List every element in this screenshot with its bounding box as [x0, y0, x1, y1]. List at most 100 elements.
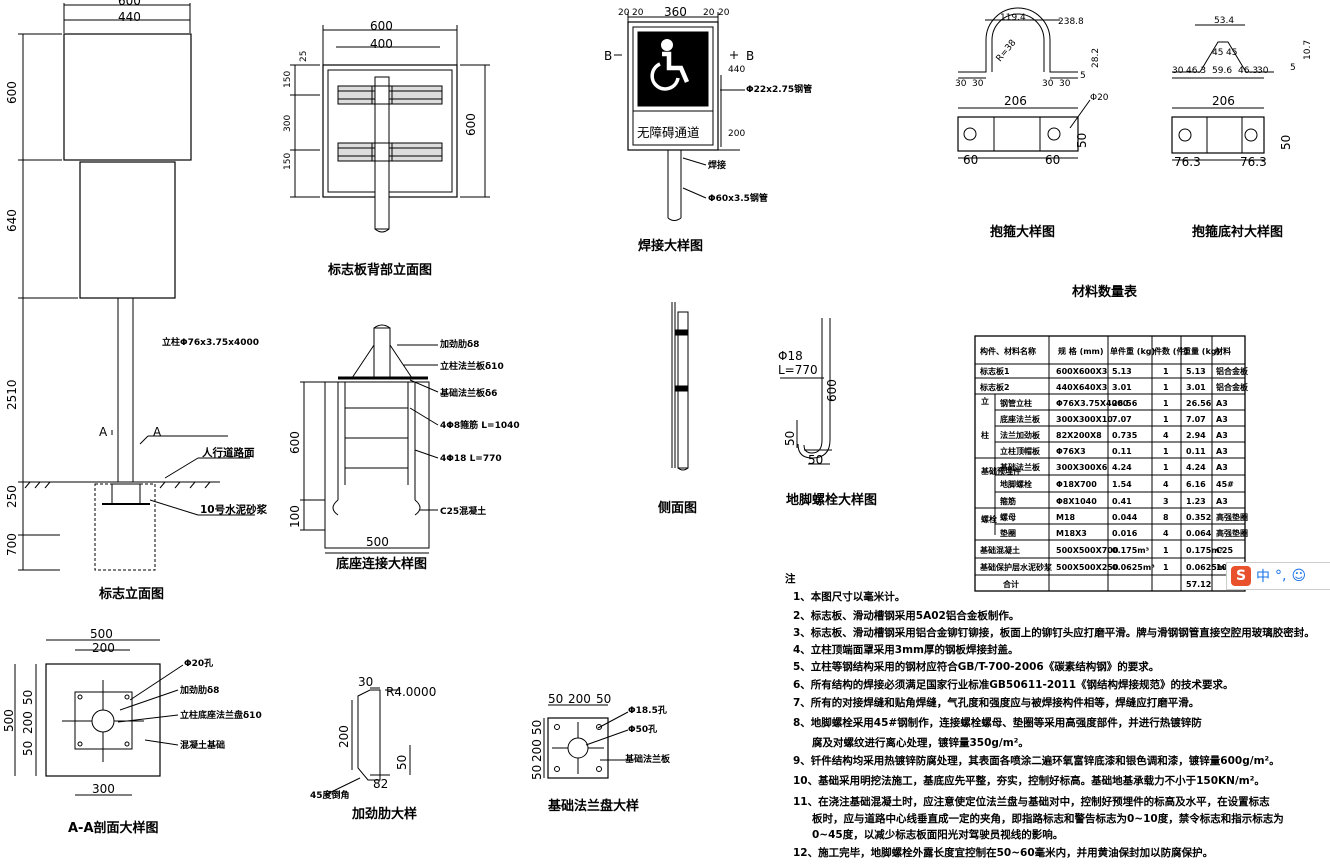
- table-header: 构件、材料名称 规 格 (mm) 单件重 (kg) 件数 (件) 重量 (kg)…: [980, 346, 1231, 356]
- dim-440: 440: [118, 10, 141, 24]
- table-cell: 1: [1163, 415, 1169, 424]
- table-cell: 基础保护层水泥砂浆: [979, 562, 1053, 572]
- table-title: 材料数量表: [1072, 284, 1138, 300]
- table-cell: 4.24: [1186, 463, 1206, 472]
- table-cell: 6.16: [1186, 480, 1206, 489]
- b-left: B: [604, 49, 612, 63]
- ime-emoji-icon[interactable]: ☺: [1291, 568, 1307, 584]
- label-a-left: A: [99, 425, 108, 439]
- material-table-grid: [974, 335, 1246, 592]
- base-dim-500: 500: [366, 535, 389, 549]
- sign-elevation-view: [18, 3, 255, 571]
- note-line: 7、所有的对接焊缝和贴角焊缝，气孔度和强度应与被焊接构件相等，焊缝应打磨平滑。: [793, 696, 1199, 709]
- table-cell: 500X500X700: [1056, 546, 1119, 555]
- table-cell: 500X500X250: [1056, 563, 1119, 572]
- table-cell: 0.735: [1112, 431, 1138, 440]
- liner-dim-206: 206: [1212, 94, 1235, 108]
- ime-lang-toggle[interactable]: 中: [1256, 569, 1270, 585]
- table-cell: Φ18X700: [1056, 480, 1097, 489]
- flange-texts: 50 200 50 50 200 50 Φ18.5孔 Φ50孔 基础法兰板 基础…: [530, 692, 671, 814]
- group-embed: 基础预埋件: [980, 466, 1021, 476]
- table-cell: 地脚螺栓: [1000, 479, 1032, 489]
- weld-texts: 20 20 360 20 20 440 200 无障碍通道 B B Φ22x2.…: [604, 5, 812, 254]
- rib-dim-200: 200: [337, 725, 351, 748]
- label-pole-flange: 立柱法兰板δ10: [440, 360, 504, 372]
- material-table: 材料数量表 构件、材料名称 规 格 (mm) 单件重 (kg) 件数 (件) 重…: [979, 284, 1249, 589]
- note-line: 6、所有结构的焊接必须满足国家行业标准GB50611-2011《钢结构焊接规范》…: [793, 678, 1234, 691]
- sign-text: 无障碍通道: [637, 125, 700, 140]
- dim-700: 700: [5, 533, 19, 556]
- hoop-dim-119: 119.4: [1000, 13, 1026, 23]
- flange-dim-50b: 50: [596, 692, 611, 706]
- flange-dim-200-left: 200: [530, 739, 544, 762]
- table-cell: 2.94: [1186, 431, 1206, 440]
- table-cell: 1: [1163, 563, 1169, 572]
- label-pole: 立柱Φ76x3.75x4000: [162, 336, 259, 348]
- table-cell: A3: [1216, 415, 1228, 424]
- table-cell: M18: [1056, 513, 1076, 522]
- hoop-dim-206: 206: [1004, 94, 1027, 108]
- anchor-dim-50b: 50: [808, 453, 823, 467]
- liner-dim-45b: 45: [1226, 48, 1237, 58]
- ime-logo-icon[interactable]: S: [1231, 566, 1251, 586]
- table-cell: 0.352: [1186, 513, 1211, 522]
- hoop-dim-phi20: Φ20: [1090, 93, 1109, 103]
- note-line: 8、地脚螺栓采用45#钢制作，连接螺栓螺母、垫圈等采用高强度部件，并进行热镀锌防: [793, 716, 1202, 729]
- table-cell: 3: [1163, 497, 1169, 506]
- note-line: 3、标志板、滑动槽钢采用铝合金铆钉铆接，板面上的铆钉头应打磨平滑。牌与滑钢钢管直…: [793, 626, 1315, 639]
- section-texts: 500 200 500 50 200 50 300 Φ20孔 加劲肋δ8 立柱底…: [2, 627, 262, 836]
- notes-block: 注 1、本图尺寸以毫米计。2、标志板、滑动槽钢采用5A02铝合金板制作。3、标志…: [785, 572, 1315, 859]
- dim-640: 640: [5, 209, 19, 232]
- liner-dim-76b: 76.3: [1240, 155, 1267, 169]
- table-cell: 10: [1216, 563, 1228, 572]
- liner-dim-45a: 45: [1212, 48, 1223, 58]
- note-line: 1、本图尺寸以毫米计。: [793, 590, 905, 603]
- hoop-dim-30b: 30: [972, 79, 984, 89]
- table-cell: 440X640X3: [1056, 383, 1107, 392]
- group-pole-2: 柱: [981, 430, 989, 440]
- table-cell: 7.07: [1186, 415, 1206, 424]
- table-cell: 1: [1163, 463, 1169, 472]
- table-cell: 0.11: [1186, 447, 1206, 456]
- rib-dim-r4: R4.0000: [386, 685, 436, 699]
- table-cell: 8: [1163, 513, 1169, 522]
- anchor-dim-50a: 50: [783, 431, 797, 446]
- dim-600-left: 600: [5, 81, 19, 104]
- note-line: 12、施工完毕，地脚螺栓外露长度宜控制在50~60毫米内，并用黄油保封加以防腐保…: [793, 846, 1213, 859]
- hoop-liner-texts: 53.4 10.7 45 45 30 46.3 59.6 46.3 30 5 2…: [1172, 16, 1313, 240]
- back-dim-25: 25: [299, 51, 309, 62]
- weld-detail-view: [614, 12, 745, 221]
- ime-toolbar[interactable]: S 中 °, ☺: [1226, 562, 1330, 590]
- table-cell: 3.01: [1186, 383, 1206, 392]
- side-view: [671, 302, 689, 471]
- hoop-dim-60b: 60: [1045, 153, 1060, 167]
- ime-punct-toggle[interactable]: °,: [1275, 568, 1287, 584]
- title-side: 侧面图: [658, 500, 697, 516]
- table-cell: 26.56: [1112, 399, 1138, 408]
- notes-list: 1、本图尺寸以毫米计。2、标志板、滑动槽钢采用5A02铝合金板制作。3、标志板、…: [793, 590, 1315, 859]
- label-concrete: C25混凝土: [440, 505, 486, 517]
- title-anchor: 地脚螺栓大样图: [786, 492, 877, 508]
- table-cell: Φ76X3.75X4000: [1056, 399, 1129, 408]
- liner-dim-50: 50: [1279, 135, 1293, 150]
- rib-detail-view: [324, 687, 411, 796]
- label-bolt: 4Φ18 L=770: [440, 454, 502, 464]
- table-cell: 0.11: [1112, 447, 1132, 456]
- weld-dim-20c: 20: [703, 8, 715, 18]
- hoop-dim-238: 238.8: [1058, 17, 1084, 27]
- th-unit-weight: 单件重 (kg): [1110, 346, 1155, 356]
- aa-label-hole: Φ20孔: [184, 657, 213, 669]
- th-spec: 规 格 (mm): [1058, 346, 1104, 356]
- table-cell: 合计: [1002, 579, 1019, 589]
- weld-dim-360: 360: [664, 5, 687, 19]
- title-hoop: 抱箍大样图: [990, 224, 1055, 240]
- liner-dim-5: 5: [1290, 63, 1296, 73]
- rib-label-chamfer: 45度倒角: [310, 789, 350, 801]
